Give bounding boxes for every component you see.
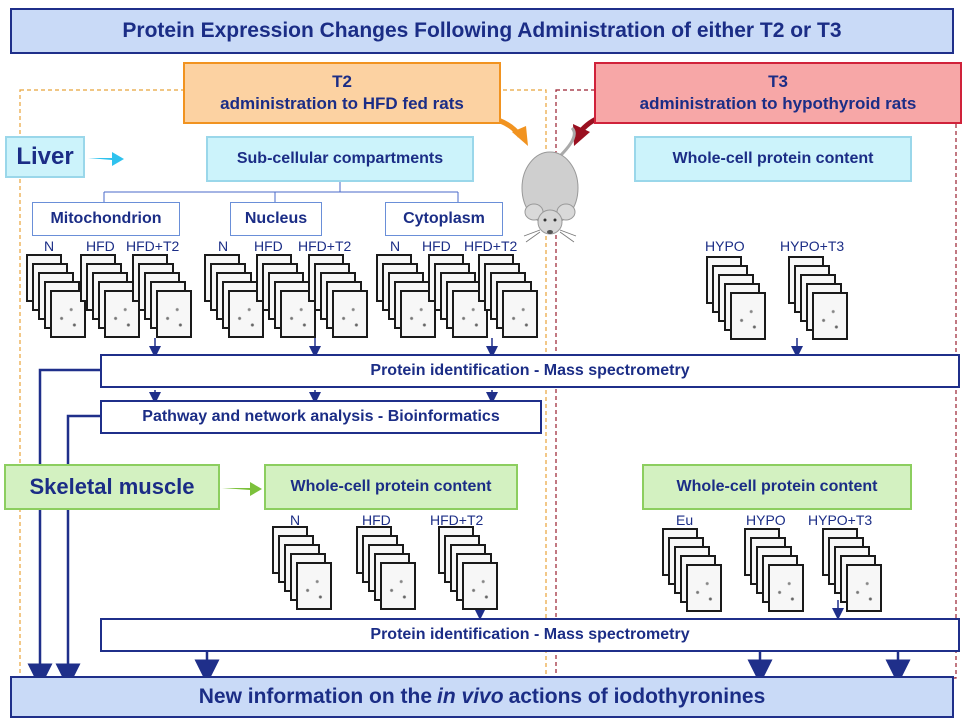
- group-label: Eu: [676, 512, 694, 528]
- gel-image: [768, 564, 804, 612]
- diagram-title: Protein Expression Changes Following Adm…: [10, 8, 954, 54]
- group-label: HFD+T2: [430, 512, 484, 528]
- gel-image: [332, 290, 368, 338]
- t2-description: administration to HFD fed rats: [220, 94, 464, 113]
- group-label: N: [44, 238, 55, 254]
- group-label: HFD+T2: [298, 238, 352, 254]
- t2-name: T2: [332, 72, 352, 91]
- liver-protein-identification: Protein identification - Mass spectromet…: [100, 354, 960, 388]
- group-label: HFD+T2: [126, 238, 180, 254]
- gel-image: [156, 290, 192, 338]
- group-label: HYPO+T3: [808, 512, 873, 528]
- group-label: HFD: [362, 512, 391, 528]
- liver-wholecell-box: Whole-cell protein content: [634, 136, 912, 182]
- conclusion-italic: in vivo: [437, 685, 504, 708]
- rat-icon: [521, 126, 579, 243]
- group-label: HYPO+T3: [780, 238, 845, 254]
- gel-image: [104, 290, 140, 338]
- group-label: HFD: [422, 238, 451, 254]
- compartment-cytoplasm: Cytoplasm: [385, 202, 503, 236]
- muscle-protein-identification: Protein identification - Mass spectromet…: [100, 618, 960, 652]
- gel-image: [502, 290, 538, 338]
- conclusion-pre: New information on the: [198, 685, 433, 708]
- group-label: N: [290, 512, 301, 528]
- skeletal-muscle-label: Skeletal muscle: [4, 464, 220, 510]
- gel-image: [50, 290, 86, 338]
- group-label: HFD: [254, 238, 283, 254]
- t3-description: administration to hypothyroid rats: [639, 94, 917, 113]
- group-label: HYPO: [705, 238, 745, 254]
- group-label: N: [390, 238, 401, 254]
- liver-subcellular-box: Sub-cellular compartments: [206, 136, 474, 182]
- gel-image: [812, 292, 848, 340]
- t3-box: T3 administration to hypothyroid rats: [594, 62, 962, 124]
- conclusion-post: actions of iodothyronines: [508, 685, 766, 708]
- group-label: HFD: [86, 238, 115, 254]
- gel-image: [462, 562, 498, 610]
- gel-image: [296, 562, 332, 610]
- compartment-mitochondrion: Mitochondrion: [32, 202, 180, 236]
- t2-box: T2 administration to HFD fed rats: [183, 62, 501, 124]
- group-label: HFD+T2: [464, 238, 518, 254]
- muscle-t2-wholecell-box: Whole-cell protein content: [264, 464, 518, 510]
- liver-label: Liver: [5, 136, 85, 178]
- pathway-network-analysis: Pathway and network analysis - Bioinform…: [100, 400, 542, 434]
- compartment-nucleus: Nucleus: [230, 202, 322, 236]
- group-label: HYPO: [746, 512, 786, 528]
- gel-image: [730, 292, 766, 340]
- gel-image: [380, 562, 416, 610]
- gel-image: [686, 564, 722, 612]
- muscle-t3-wholecell-box: Whole-cell protein content: [642, 464, 912, 510]
- conclusion-box: New information on the in vivo actions o…: [10, 676, 954, 718]
- gel-image: [846, 564, 882, 612]
- t3-name: T3: [768, 72, 788, 91]
- group-label: N: [218, 238, 229, 254]
